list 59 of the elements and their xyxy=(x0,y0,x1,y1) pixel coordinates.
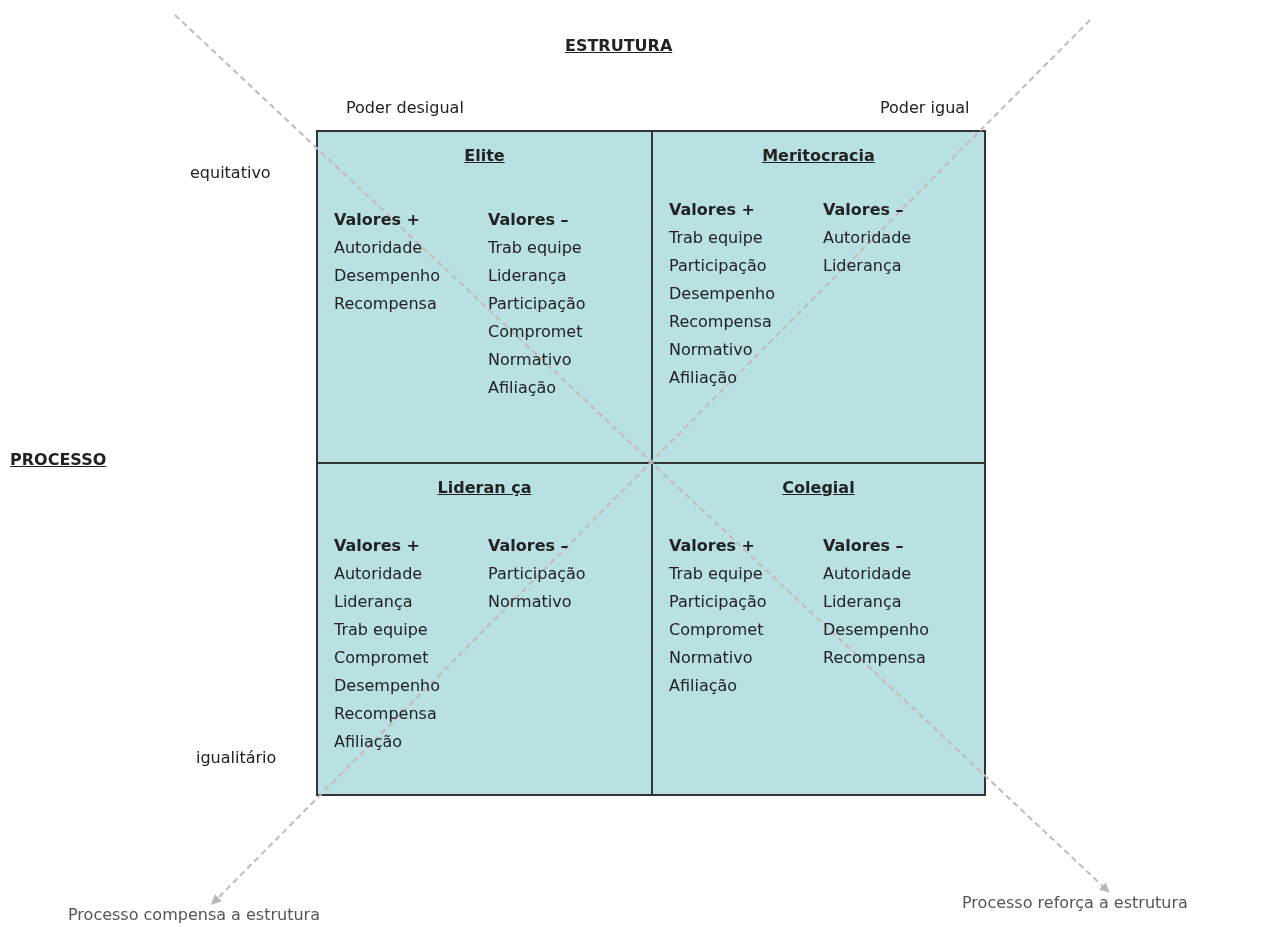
value-item: Trab equipe xyxy=(669,228,763,247)
value-item: Participação xyxy=(669,256,767,275)
quadrant-title: Elite xyxy=(463,146,506,165)
value-item: Liderança xyxy=(823,592,902,611)
value-item: Trab equipe xyxy=(669,564,763,583)
axis-label: igualitário xyxy=(196,748,277,767)
value-item: Liderança xyxy=(334,592,413,611)
quadrant-title: Meritocracia xyxy=(761,146,876,165)
value-item: Participação xyxy=(669,592,767,611)
column-heading: Valores + xyxy=(669,536,756,555)
axis-label: Poder desigual xyxy=(346,98,464,117)
value-item: Compromet xyxy=(488,322,583,341)
value-item: Recompensa xyxy=(334,704,437,723)
value-item: Liderança xyxy=(823,256,902,275)
value-item: Trab equipe xyxy=(488,238,582,257)
axis-title: ESTRUTURA xyxy=(565,36,673,55)
value-item: Autoridade xyxy=(334,238,423,257)
axis-label: Poder igual xyxy=(880,98,970,117)
axis-title: PROCESSO xyxy=(10,450,107,469)
value-item: Participação xyxy=(488,564,586,583)
value-item: Recompensa xyxy=(334,294,437,313)
column-heading: Valores + xyxy=(334,536,421,555)
value-item: Autoridade xyxy=(823,228,912,247)
quadrant-cell xyxy=(316,462,653,796)
column-heading: Valores – xyxy=(823,536,904,555)
value-item: Afiliação xyxy=(669,368,738,387)
value-item: Compromet xyxy=(334,648,429,667)
value-item: Afiliação xyxy=(669,676,738,695)
value-item: Recompensa xyxy=(669,312,772,331)
outcome-label: Processo compensa a estrutura xyxy=(68,905,320,924)
value-item: Normativo xyxy=(488,350,572,369)
value-item: Normativo xyxy=(669,340,753,359)
quadrant-cell xyxy=(651,462,986,796)
column-heading: Valores + xyxy=(334,210,421,229)
value-item: Normativo xyxy=(488,592,572,611)
column-heading: Valores – xyxy=(488,210,569,229)
quadrant-cell xyxy=(651,130,986,464)
value-item: Desempenho xyxy=(823,620,929,639)
value-item: Liderança xyxy=(488,266,567,285)
outcome-label: Processo reforça a estrutura xyxy=(962,893,1188,912)
axis-label: equitativo xyxy=(190,163,271,182)
value-item: Recompensa xyxy=(823,648,926,667)
value-item: Participação xyxy=(488,294,586,313)
value-item: Afiliação xyxy=(334,732,403,751)
value-item: Compromet xyxy=(669,620,764,639)
quadrant-title: Lideran ça xyxy=(436,478,533,497)
quadrant-cell xyxy=(316,130,653,464)
value-item: Desempenho xyxy=(669,284,775,303)
quadrant-title: Colegial xyxy=(781,478,856,497)
column-heading: Valores + xyxy=(669,200,756,219)
value-item: Normativo xyxy=(669,648,753,667)
column-heading: Valores – xyxy=(823,200,904,219)
value-item: Autoridade xyxy=(823,564,912,583)
value-item: Desempenho xyxy=(334,266,440,285)
value-item: Trab equipe xyxy=(334,620,428,639)
column-heading: Valores – xyxy=(488,536,569,555)
value-item: Afiliação xyxy=(488,378,557,397)
value-item: Desempenho xyxy=(334,676,440,695)
value-item: Autoridade xyxy=(334,564,423,583)
